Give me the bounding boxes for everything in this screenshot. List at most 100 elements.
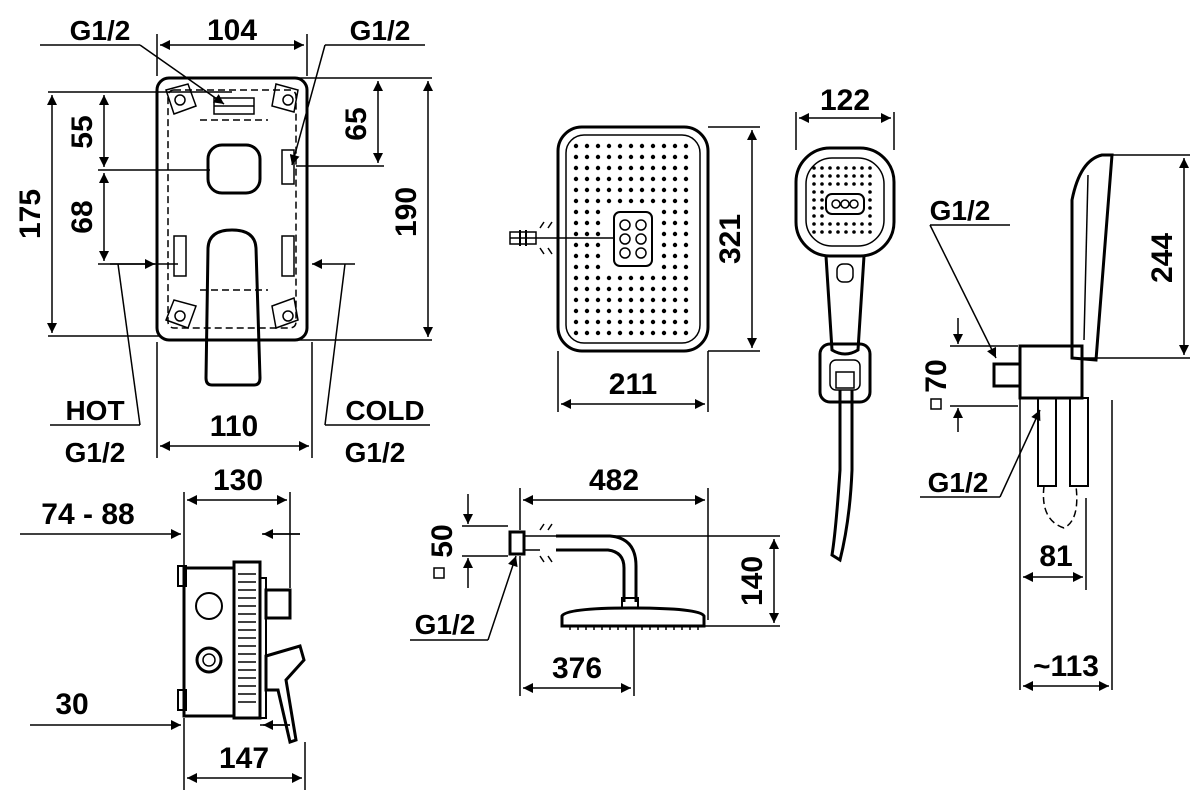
nozzle-dot bbox=[661, 143, 667, 149]
nozzle-dot bbox=[828, 174, 832, 178]
nozzle-dot bbox=[573, 176, 579, 182]
nozzle-dot bbox=[860, 174, 864, 178]
nozzle-dot bbox=[606, 187, 612, 193]
nozzle-dot bbox=[672, 242, 678, 248]
holder-elbow-view: G1/2 244 70 G1/2 81 ~113 bbox=[920, 153, 1190, 691]
nozzle-dot bbox=[672, 286, 678, 292]
nozzle-dot bbox=[628, 198, 634, 204]
nozzle-dot bbox=[868, 198, 872, 202]
nozzle-dot bbox=[639, 297, 645, 303]
nozzle-dot bbox=[617, 275, 623, 281]
nozzle-dot bbox=[606, 297, 612, 303]
nozzle-dot bbox=[595, 165, 601, 171]
dim-321: 321 bbox=[714, 214, 747, 264]
nozzle-dot bbox=[672, 209, 678, 215]
side-lever-handle bbox=[264, 644, 306, 744]
nozzle-dot bbox=[584, 297, 590, 303]
nozzle-dot bbox=[828, 230, 832, 234]
nozzle-dot bbox=[868, 190, 872, 194]
nozzle-dot bbox=[639, 154, 645, 160]
nozzle-dot bbox=[628, 286, 634, 292]
nozzle-dot bbox=[595, 264, 601, 270]
arm-thread-label: G1/2 bbox=[415, 609, 476, 640]
nozzle-dot bbox=[584, 231, 590, 237]
nozzle-dot bbox=[584, 319, 590, 325]
nozzle-dot bbox=[573, 275, 579, 281]
nozzle-dot bbox=[852, 174, 856, 178]
nozzle-dot bbox=[836, 166, 840, 170]
nozzle-dot bbox=[617, 198, 623, 204]
nozzle-dot bbox=[820, 174, 824, 178]
nozzle-dot bbox=[812, 174, 816, 178]
overhead-shower-view: 321 211 bbox=[509, 125, 760, 412]
nozzle-dot bbox=[650, 187, 656, 193]
cold-label: COLD bbox=[345, 395, 424, 426]
nozzle-dot bbox=[683, 209, 689, 215]
nozzle-dot bbox=[844, 182, 848, 186]
nozzle-dot bbox=[650, 154, 656, 160]
nozzle-dot bbox=[672, 187, 678, 193]
center-nozzle-block bbox=[619, 219, 647, 259]
thread-label-top-left: G1/2 bbox=[70, 15, 131, 46]
nozzle-dot bbox=[661, 176, 667, 182]
nozzle-dot bbox=[683, 165, 689, 171]
holder-thread-top: G1/2 bbox=[930, 195, 991, 226]
nozzle-dot bbox=[812, 182, 816, 186]
nozzle-dot bbox=[573, 154, 579, 160]
nozzle-dot bbox=[820, 230, 824, 234]
nozzle-dot bbox=[661, 308, 667, 314]
nozzle-dot bbox=[573, 242, 579, 248]
dim-68: 68 bbox=[66, 200, 99, 233]
nozzle-dot bbox=[868, 166, 872, 170]
dim-81: 81 bbox=[1039, 540, 1072, 573]
nozzle-dot bbox=[617, 330, 623, 336]
nozzle-dot bbox=[828, 222, 832, 226]
nozzle-dot bbox=[584, 220, 590, 226]
nozzle-dot bbox=[683, 176, 689, 182]
nozzle-dot bbox=[573, 297, 579, 303]
nozzle-dot bbox=[606, 319, 612, 325]
nozzle-dot bbox=[844, 230, 848, 234]
nozzle-dot bbox=[650, 286, 656, 292]
dim-30: 30 bbox=[55, 688, 88, 721]
nozzle-dot bbox=[628, 308, 634, 314]
hand-shower-view: 122 bbox=[794, 84, 896, 563]
nozzle-dot bbox=[606, 176, 612, 182]
nozzle-dot bbox=[595, 319, 601, 325]
nozzle-dot bbox=[617, 176, 623, 182]
nozzle-dot bbox=[844, 222, 848, 226]
nozzle-dot bbox=[868, 214, 872, 218]
valve-cover-plate bbox=[155, 76, 309, 387]
dim-55: 55 bbox=[66, 115, 99, 148]
nozzle-dot bbox=[595, 330, 601, 336]
nozzle-dot bbox=[650, 330, 656, 336]
nozzle-dot bbox=[812, 198, 816, 202]
nozzle-dot bbox=[820, 206, 824, 210]
nozzle-dot bbox=[812, 166, 816, 170]
nozzle-dot bbox=[584, 242, 590, 248]
nozzle-dot bbox=[584, 308, 590, 314]
nozzle-dot bbox=[573, 231, 579, 237]
nozzle-dot bbox=[606, 198, 612, 204]
nozzle-dot bbox=[639, 187, 645, 193]
nozzle-dot bbox=[595, 253, 601, 259]
ceiling-connector bbox=[509, 221, 614, 255]
hand-shower-holder bbox=[818, 342, 872, 404]
arm-shower-head-profile bbox=[560, 606, 706, 628]
nozzle-dot bbox=[639, 330, 645, 336]
valve-lever-handle bbox=[204, 228, 262, 387]
nozzle-dot bbox=[639, 198, 645, 204]
hot-thread: G1/2 bbox=[65, 437, 126, 468]
dim-122: 122 bbox=[820, 84, 870, 117]
nozzle-dot bbox=[683, 253, 689, 259]
dim-190: 190 bbox=[390, 187, 423, 237]
nozzle-dot bbox=[595, 176, 601, 182]
nozzle-dot bbox=[584, 275, 590, 281]
dim-square-70: 70 bbox=[920, 359, 953, 392]
nozzle-dot bbox=[672, 231, 678, 237]
nozzle-dot bbox=[683, 220, 689, 226]
nozzle-dot bbox=[836, 182, 840, 186]
nozzle-dot bbox=[606, 275, 612, 281]
dim-211: 211 bbox=[609, 368, 657, 401]
nozzle-dot bbox=[650, 275, 656, 281]
